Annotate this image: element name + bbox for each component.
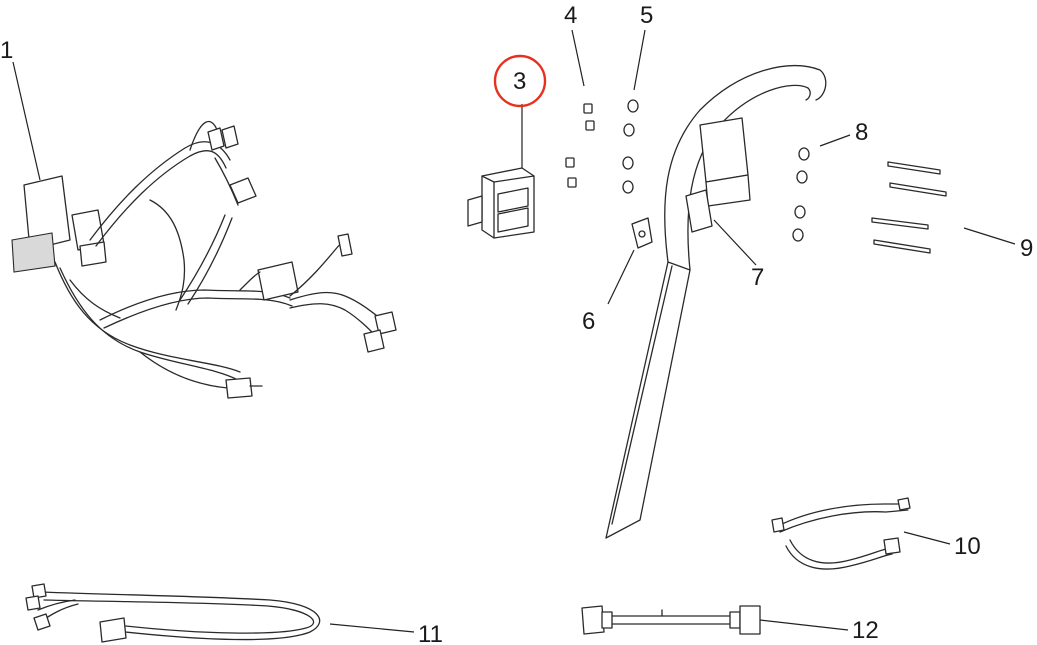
callout-7[interactable]: 7: [751, 264, 764, 291]
callout-12[interactable]: 12: [852, 617, 879, 644]
part-5-washers[interactable]: [622, 99, 639, 194]
leader-4: [571, 29, 585, 87]
highlight-circle: [493, 54, 547, 108]
callout-5[interactable]: 5: [640, 2, 653, 29]
callout-11[interactable]: 11: [418, 621, 443, 645]
part-6-bracket[interactable]: [631, 217, 653, 249]
leader-11: [329, 623, 415, 633]
part-1-wiring-harness[interactable]: [11, 120, 397, 399]
leader-12: [759, 619, 849, 631]
leader-7: [713, 219, 757, 266]
part-10-cable[interactable]: [771, 497, 911, 570]
leader-10: [903, 531, 951, 545]
leader-6: [607, 249, 635, 305]
part-7-side-stand[interactable]: [605, 64, 827, 539]
part-8-washers[interactable]: [792, 147, 810, 242]
callout-4[interactable]: 4: [564, 2, 577, 29]
callout-9[interactable]: 9: [1020, 235, 1033, 262]
callout-8[interactable]: 8: [855, 119, 868, 146]
leader-1: [12, 61, 41, 181]
part-3-switch[interactable]: [467, 167, 535, 239]
callout-6[interactable]: 6: [582, 308, 595, 335]
part-11-cable[interactable]: [25, 583, 321, 643]
part-4-nuts[interactable]: [565, 103, 595, 188]
callout-3[interactable]: 3: [513, 68, 526, 95]
leader-9: [963, 227, 1016, 245]
part-9-bolts[interactable]: [871, 161, 947, 254]
callout-1[interactable]: 1: [0, 37, 13, 64]
callout-10[interactable]: 10: [954, 533, 981, 560]
part-12-connector-lead[interactable]: [581, 605, 761, 635]
leader-8: [819, 134, 851, 147]
leader-5: [633, 29, 646, 91]
leader-lines: [12, 29, 1016, 633]
